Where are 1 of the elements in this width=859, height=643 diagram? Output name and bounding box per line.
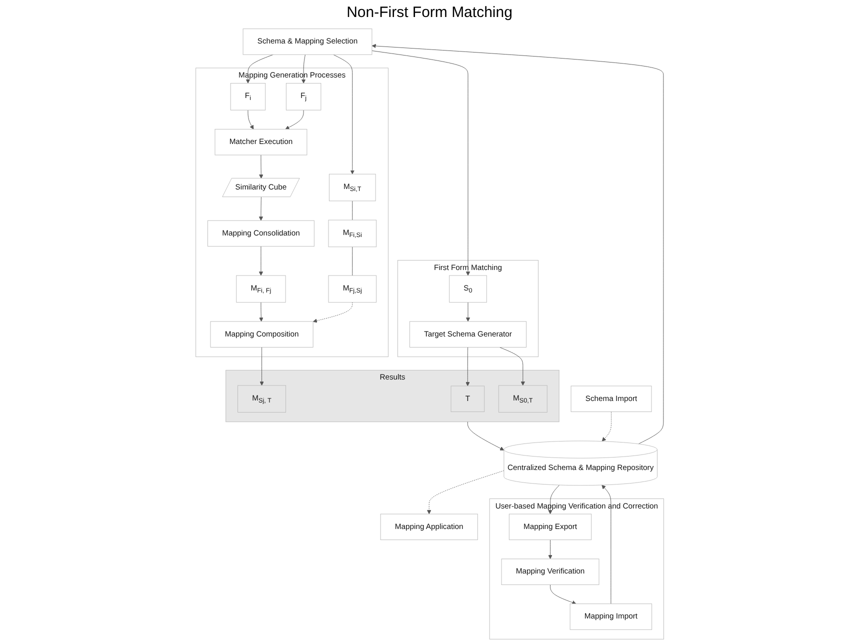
note-label: Non-First Form Matching bbox=[346, 4, 512, 21]
